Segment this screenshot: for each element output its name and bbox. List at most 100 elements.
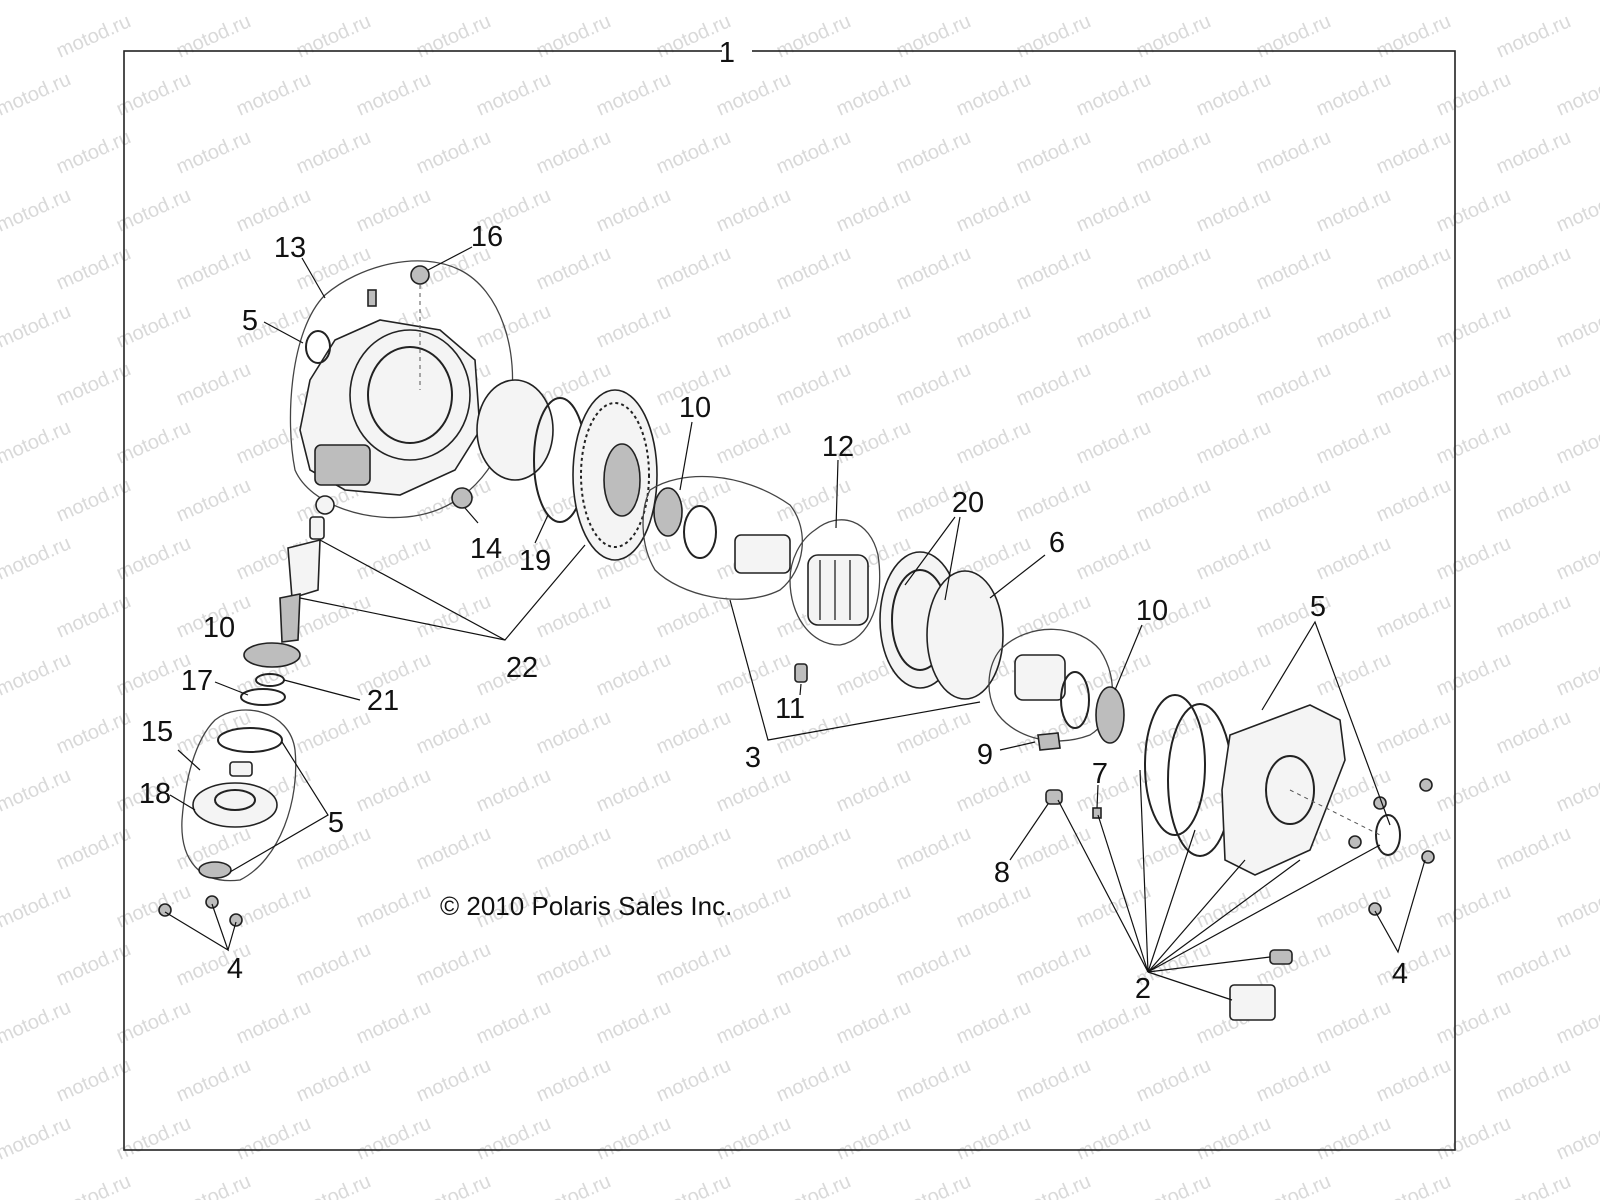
- leader-7: [1096, 784, 1099, 809]
- watermark-text: motod.ru: [1193, 0, 1274, 5]
- bolt-r3: [1348, 835, 1362, 849]
- callout-6: 6: [1049, 527, 1065, 559]
- watermark-text: motod.ru: [473, 68, 554, 120]
- housing-boss: [314, 444, 371, 486]
- watermark-text: motod.ru: [893, 126, 974, 178]
- watermark-text: motod.ru: [593, 1112, 674, 1164]
- watermark-text: motod.ru: [1013, 590, 1094, 642]
- leader-5c: [1261, 620, 1391, 826]
- watermark-text: motod.ru: [0, 68, 74, 120]
- watermark-text: motod.ru: [1373, 358, 1454, 410]
- leader-4-left: [164, 903, 230, 952]
- watermark-text: motod.ru: [473, 1112, 554, 1164]
- leader-2b: [1097, 814, 1149, 973]
- watermark-text: motod.ru: [1073, 416, 1154, 468]
- watermark-text: motod.ru: [413, 938, 494, 990]
- leader-2g: [1147, 844, 1381, 973]
- output-spacer: [1060, 671, 1090, 729]
- watermark-text: motod.ru: [1493, 242, 1574, 294]
- leader-5b: [229, 741, 329, 873]
- watermark-text: motod.ru: [233, 184, 314, 236]
- leader-2f: [1147, 859, 1301, 973]
- watermark-text: motod.ru: [0, 416, 74, 468]
- watermark-text: motod.ru: [173, 474, 254, 526]
- watermark-text: motod.ru: [113, 532, 194, 584]
- watermark-text: motod.ru: [1133, 126, 1214, 178]
- watermark-text: motod.ru: [1433, 880, 1514, 932]
- watermark-text: motod.ru: [1553, 996, 1600, 1048]
- watermark-text: motod.ru: [1493, 10, 1574, 62]
- group-15-outline: [181, 709, 297, 882]
- group-12-outline: [789, 519, 881, 646]
- watermark-text: motod.ru: [773, 242, 854, 294]
- watermark-text: motod.ru: [893, 10, 974, 62]
- watermark-text: motod.ru: [1073, 1112, 1154, 1164]
- callout-5-lower: 5: [328, 807, 344, 839]
- watermark-text: motod.ru: [1013, 126, 1094, 178]
- callout-5-housing: 5: [242, 305, 258, 337]
- watermark-text: motod.ru: [533, 1054, 614, 1106]
- watermark-text: motod.ru: [653, 1054, 734, 1106]
- watermark-text: motod.ru: [593, 764, 674, 816]
- watermark-text: motod.ru: [833, 764, 914, 816]
- watermark-text: motod.ru: [953, 996, 1034, 1048]
- watermark-text: motod.ru: [1013, 474, 1094, 526]
- watermark-text: motod.ru: [533, 706, 614, 758]
- cover-bore: [1265, 755, 1315, 825]
- leader-2c: [1139, 769, 1149, 973]
- watermark-text: motod.ru: [593, 300, 674, 352]
- watermark-text: motod.ru: [113, 300, 194, 352]
- sensor-2: [1269, 949, 1293, 965]
- ring-gear-teeth: [580, 402, 650, 548]
- ring-gear-hub: [603, 443, 641, 517]
- watermark-text: motod.ru: [53, 242, 134, 294]
- leader-3: [729, 599, 981, 741]
- watermark-text: motod.ru: [893, 242, 974, 294]
- watermark-text: motod.ru: [0, 996, 74, 1048]
- watermark-text: motod.ru: [413, 822, 494, 874]
- watermark-text: motod.ru: [953, 184, 1034, 236]
- watermark-text: motod.ru: [1373, 590, 1454, 642]
- plug-16: [410, 265, 430, 285]
- watermark-text: motod.ru: [113, 996, 194, 1048]
- watermark-text: motod.ru: [113, 0, 194, 5]
- bolt-l3: [229, 913, 243, 927]
- watermark-text: motod.ru: [1193, 416, 1274, 468]
- watermark-text: motod.ru: [53, 590, 134, 642]
- watermark-text: motod.ru: [413, 706, 494, 758]
- watermark-text: motod.ru: [1133, 822, 1214, 874]
- ring-17: [240, 688, 286, 706]
- watermark-text: motod.ru: [713, 416, 794, 468]
- leader-13: [301, 257, 326, 299]
- watermark-text: motod.ru: [113, 880, 194, 932]
- watermark-text: motod.ru: [713, 68, 794, 120]
- output-gear: [1014, 654, 1066, 701]
- pinion-shaft: [279, 593, 301, 643]
- watermark-text: motod.ru: [0, 648, 74, 700]
- watermark-text: motod.ru: [1013, 706, 1094, 758]
- bearing-group-3: [642, 475, 803, 600]
- watermark-text: motod.ru: [53, 706, 134, 758]
- watermark-text: motod.ru: [1133, 1170, 1214, 1200]
- watermark-text: motod.ru: [173, 10, 254, 62]
- ring-gear-sleeve: [476, 379, 554, 481]
- callout-4-right: 4: [1392, 958, 1408, 990]
- spline-gear: [734, 534, 791, 574]
- watermark-text: motod.ru: [653, 126, 734, 178]
- bearing-10-upper: [653, 487, 683, 537]
- watermark-text: motod.ru: [773, 822, 854, 874]
- watermark-text: motod.ru: [1373, 126, 1454, 178]
- watermark-text: motod.ru: [113, 184, 194, 236]
- cover-assembly: [1144, 694, 1401, 876]
- watermark-text: motod.ru: [1013, 822, 1094, 874]
- callout-8: 8: [994, 857, 1010, 889]
- callout-labels: 1 13 16 5 10 12 20 6 14 19 22 10 17 21 1…: [139, 37, 1408, 1005]
- group-3-outline: [642, 475, 803, 600]
- leader-11: [799, 683, 802, 696]
- watermark-text: motod.ru: [833, 300, 914, 352]
- watermark-text: motod.ru: [53, 822, 134, 874]
- watermark-text: motod.ru: [773, 126, 854, 178]
- watermark-text: motod.ru: [1433, 68, 1514, 120]
- watermark-text: motod.ru: [1493, 126, 1574, 178]
- watermark-text: motod.ru: [953, 1112, 1034, 1164]
